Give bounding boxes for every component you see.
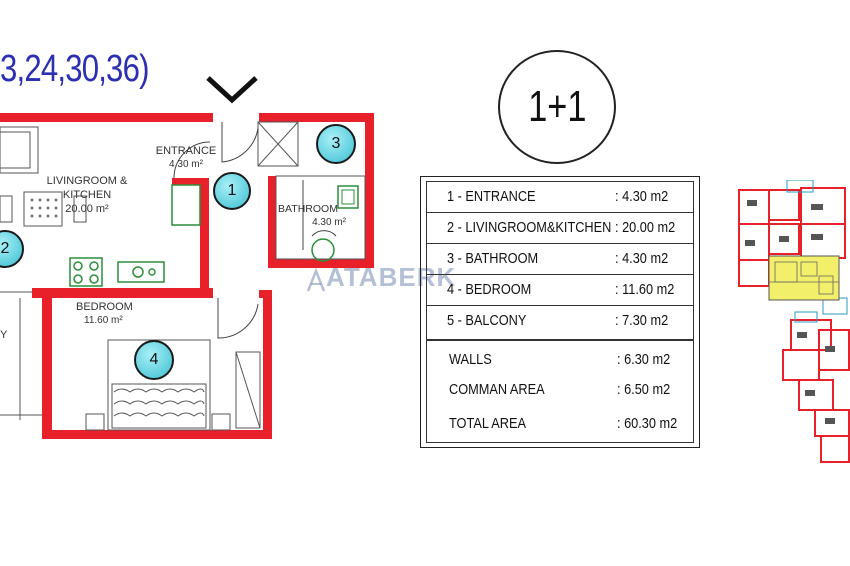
highlighted-unit [768,255,840,301]
area-table: 1 - ENTRANCE : 4.30 m2 2 - LIVINGROOM&KI… [420,176,700,448]
floor-plan [0,76,374,439]
unit-type-text: 1+1 [527,82,587,131]
room-badge-bathroom: 3 [316,124,356,164]
total-value: : 6.30 m2 [617,351,671,368]
table-row: 1 - ENTRANCE : 4.30 m2 [427,182,693,213]
table-row: 3 - BATHROOM : 4.30 m2 [427,244,693,275]
watermark-mark-icon [306,267,326,292]
row-label: 1 - ENTRANCE [447,188,536,205]
watermark-logo: ATABERK [306,262,456,293]
plan-walls [0,113,374,439]
living-name-line1: LIVINGROOM & [46,175,128,187]
total-value: : 6.50 m2 [617,381,671,398]
total-label: WALLS [449,351,492,368]
room-badge-entrance: 1 [213,172,251,210]
total-label: COMMAN AREA [449,381,545,398]
room-areas-block: 1 - ENTRANCE : 4.30 m2 2 - LIVINGROOM&KI… [426,181,694,340]
table-row: 2 - LIVINGROOM&KITCHEN : 20.00 m2 [427,213,693,244]
row-value: : 4.30 m2 [615,188,669,205]
dining-table-icon [0,191,87,227]
table-row: 5 - BALCONY : 7.30 m2 [427,306,693,337]
entrance-label: ENTRANCE 4.30 m² [146,144,226,172]
entrance-arrow-icon [206,76,258,104]
bedroom-area: 11.60 m² [84,315,123,326]
row-value: : 11.60 m2 [615,281,675,298]
sofa-icon [0,126,39,174]
bathroom-label: BATHROOM 4.30 m² [270,202,346,230]
row-value: : 20.00 m2 [615,219,676,236]
watermark-text: ATABERK [326,262,457,292]
living-label: LIVINGROOM & KITCHEN 20.00 m² [34,174,140,216]
bed-icon [85,339,231,431]
bathroom-name: BATHROOM [278,203,338,215]
row-value: : 7.30 m2 [615,312,669,329]
table-row: 4 - BEDROOM : 11.60 m2 [427,275,693,306]
entrance-name: ENTRANCE [155,145,217,157]
totals-block: WALLS : 6.30 m2 COMMAN AREA : 6.50 m2 TO… [426,340,694,443]
building-key-plan [738,180,850,463]
balcony-partial-label: Y [0,329,8,341]
kitchen-counter-icon [69,184,201,287]
row-label: 4 - BEDROOM [447,281,532,298]
unit-type-badge: 1+1 [498,50,616,164]
row-value: : 4.30 m2 [615,250,669,267]
row-label: 5 - BALCONY [447,312,527,329]
room-badge-bedroom: 4 [134,340,174,380]
total-value: : 60.30 m2 [617,415,678,432]
bedroom-label: BEDROOM 11.60 m² [76,300,142,328]
plan-heading: 3,24,30,36) [0,48,149,90]
bathroom-area: 4.30 m² [312,217,346,228]
bedroom-name: BEDROOM [76,301,133,313]
living-area: 20.00 m² [65,203,109,215]
total-label: TOTAL AREA [449,415,527,432]
bathroom-fixtures-icon [302,180,359,262]
living-name-line2: KITCHEN [62,189,112,201]
entrance-area: 4.30 m² [169,159,203,170]
row-label: 3 - BATHROOM [447,250,539,267]
row-label: 2 - LIVINGROOM&KITCHEN [447,219,612,236]
